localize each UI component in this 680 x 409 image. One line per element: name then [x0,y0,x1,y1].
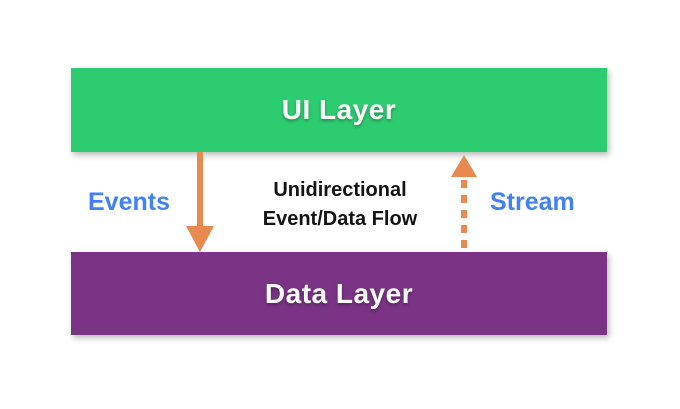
flow-caption-line1: Unidirectional [273,179,407,201]
data-layer-label: Data Layer [264,277,414,309]
events-arrow-label: Events [88,188,170,216]
flow-caption-line2: Event/Data Flow [262,208,418,230]
stream-arrow-up-icon [451,155,477,177]
stream-arrow-label: Stream [490,188,575,216]
data-layer-box: Data Layer [71,252,607,335]
events-arrow-down-icon [186,226,214,252]
stream-arrow-shaft [461,180,467,252]
ui-layer-box: UI Layer [71,68,607,152]
ui-layer-label: UI Layer [281,94,397,125]
flow-caption: Unidirectional Event/Data Flow [240,176,440,234]
events-arrow-shaft [197,152,203,228]
